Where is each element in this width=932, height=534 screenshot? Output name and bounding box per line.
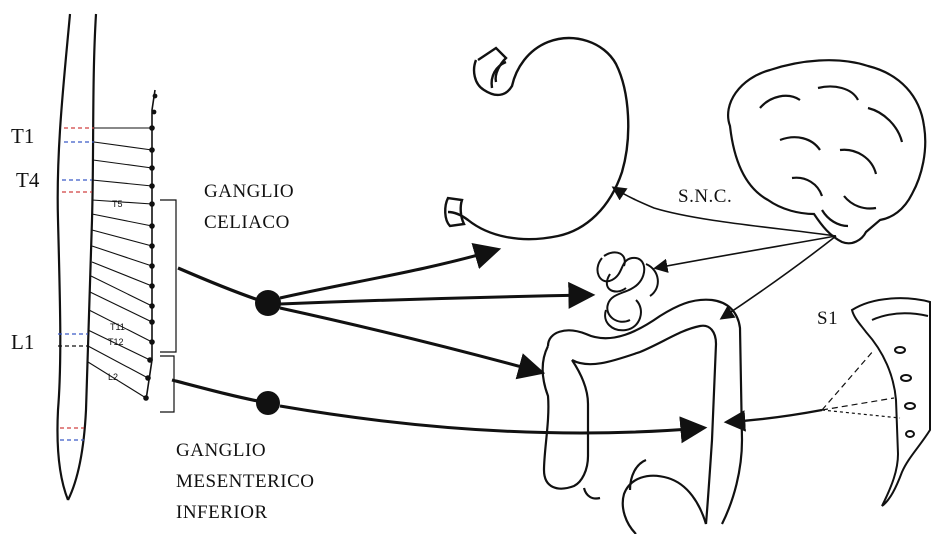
pelvic-splanchnic <box>728 350 900 422</box>
brain <box>728 60 925 243</box>
spinal-cord <box>57 14 96 500</box>
inferior-mesenteric-ganglion <box>256 391 280 415</box>
spinal-level-t4: T4 <box>16 170 39 191</box>
chain-label-t5: T5 <box>112 199 123 209</box>
mesenteric-ganglion-label-line1: GANGLIO <box>176 441 266 460</box>
preganglionic-fibers <box>88 128 152 398</box>
small-intestine <box>597 252 657 330</box>
spinal-level-dashes <box>58 128 94 440</box>
sympathetic-chain <box>143 90 157 401</box>
postganglionic-fibers <box>280 250 702 433</box>
mesenteric-ganglion-label-line2: MESENTERICO <box>176 472 315 491</box>
spinal-level-t1: T1 <box>11 126 34 147</box>
chain-label-t12: T12 <box>108 337 124 347</box>
cns-label: S.N.C. <box>678 187 732 206</box>
colon <box>543 300 742 534</box>
sacral-label: S1 <box>817 309 838 328</box>
mesenteric-ganglion-label-line3: INFERIOR <box>176 503 268 522</box>
chain-label-l2: L2 <box>108 372 118 382</box>
chain-label-t11: T11 <box>110 322 125 332</box>
celiac-ganglion-label-line2: CELIACO <box>204 213 290 232</box>
spinal-level-l1: L1 <box>11 332 34 353</box>
celiac-ganglion <box>255 290 281 316</box>
cns-fibers <box>614 188 836 318</box>
splanchnic-nerves <box>172 268 268 403</box>
sacrum <box>852 298 930 506</box>
celiac-ganglion-label-line1: GANGLIO <box>204 182 294 201</box>
stomach <box>445 38 628 239</box>
